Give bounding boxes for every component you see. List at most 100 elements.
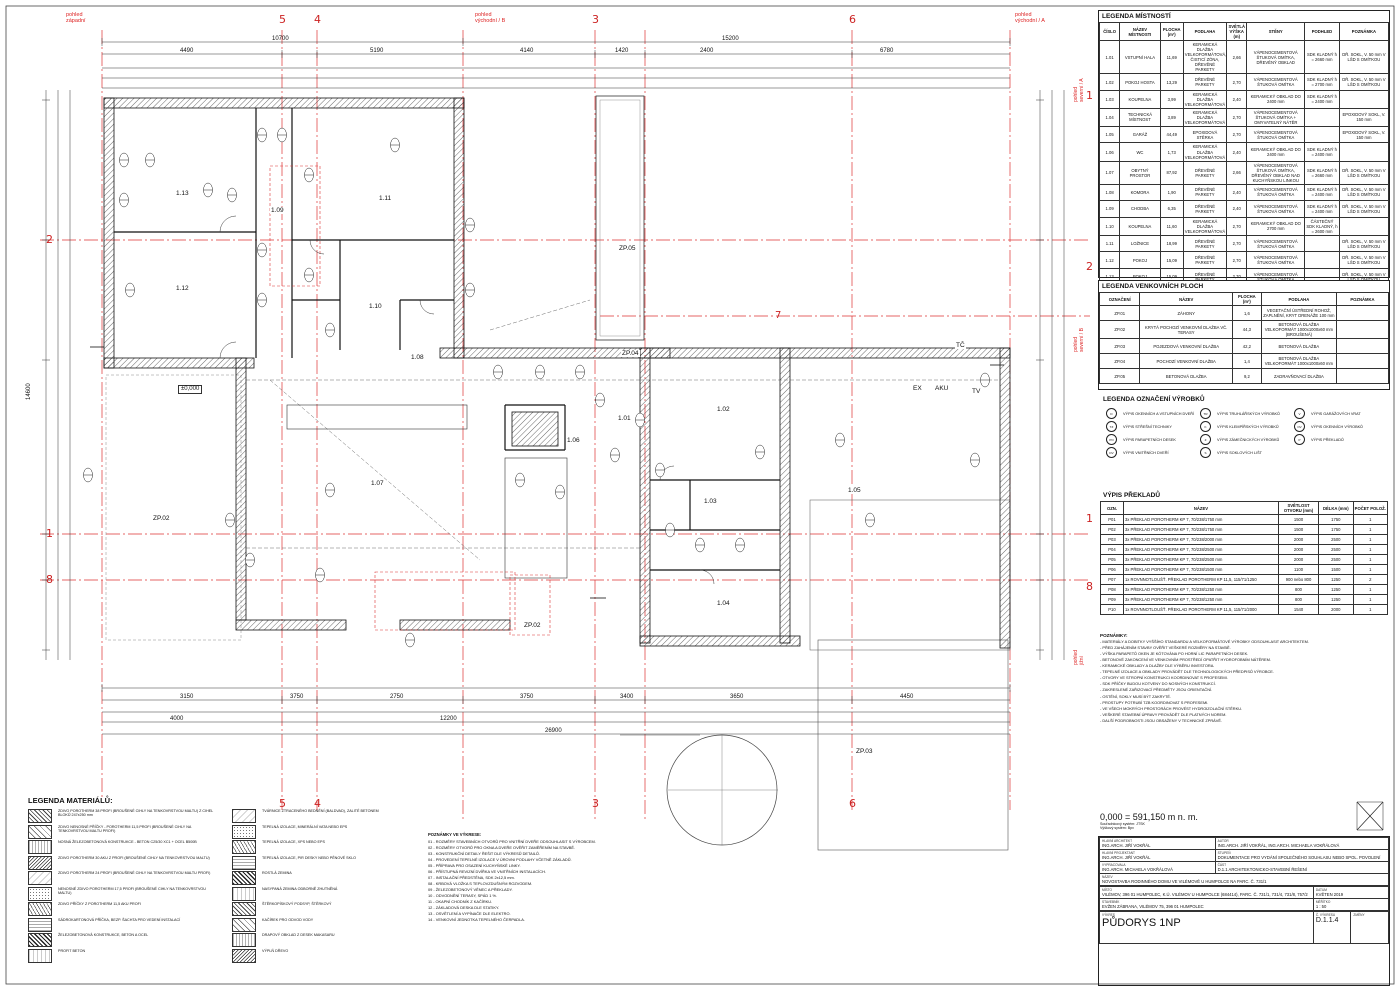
room-label: 1.09 — [270, 207, 285, 214]
material-swatch-icon — [28, 871, 52, 885]
table-cell: P05 — [1100, 554, 1124, 566]
table-cell: VÁPENOCEMENTOVÁ ŠTUKOVÁ OMÍTKA, DŘEVĚNÝ … — [1246, 40, 1306, 75]
table-cell: 6,35 — [1159, 200, 1184, 218]
table-cell: 1 — [1352, 594, 1389, 606]
material-label: SÁDROKARTONOVÁ PŘÍČKA, BEZP. ŠACHTA PRO … — [58, 917, 181, 922]
room-label: 1.06 — [566, 437, 581, 444]
material-legend-item: TEPELNÁ IZOLACE, XPS NEBO EPS — [232, 840, 422, 856]
room-label: ZP.02 — [152, 515, 171, 522]
axis-top-6: 6 — [849, 13, 856, 26]
table-cell: 3x PŘEKLAD POROTHERM KP 7, 70/238/1750 m… — [1122, 514, 1279, 526]
table-cell: VÁPENOCEMENTOVÁ ŠTUKOVÁ OMÍTKA — [1246, 125, 1306, 144]
product-tag-icon — [865, 512, 875, 528]
dim-top-3: 4140 — [520, 48, 534, 54]
material-label: NASYPANÁ ZEMINA ODBORNĚ ZHUTNĚNÁ — [262, 886, 338, 891]
table-cell: DŘEVĚNÉ PARKETY — [1182, 251, 1228, 269]
material-swatch-icon — [232, 948, 256, 963]
products-legend-title: LEGENDA OZNAČENÍ VÝROBKŮ — [1103, 396, 1205, 403]
dim-top-overall: 10700 — [272, 36, 289, 42]
product-tag-icon: OV — [1294, 421, 1305, 432]
room-label: ZP.05 — [618, 245, 637, 252]
room-label: 1.08 — [410, 354, 425, 361]
product-legend-label: VÝPIS SOKLOVÝCH LIŠT — [1217, 450, 1262, 455]
dim-bottom-overall: 26900 — [545, 728, 562, 734]
product-legend-label: VÝPIS GARÁŽOVÝCH VRAT — [1311, 411, 1361, 416]
table-cell: SDK KLADNÝ h = 2400 mm — [1304, 200, 1340, 218]
table-header: OZN. — [1100, 500, 1124, 516]
table-header: PODHLED — [1304, 21, 1340, 42]
table-cell — [1338, 142, 1390, 162]
dim-bottom-1: 3150 — [180, 694, 194, 700]
room-label: 1.07 — [370, 480, 385, 487]
table-cell: 2,66 — [1226, 160, 1248, 185]
table-cell: 1,4 — [1231, 353, 1262, 370]
room-label: TV — [971, 388, 982, 395]
table-cell: 1 — [1352, 554, 1389, 566]
room-label: ZP.03 — [855, 748, 874, 755]
material-label: NENOSNÉ ZDIVO POROTHERM 17,5 PROFI (BROU… — [58, 886, 206, 895]
table-cell: P10 — [1100, 604, 1124, 616]
product-tag-icon — [465, 282, 475, 298]
table-cell: 44,3 — [1231, 320, 1262, 340]
product-tag-icon — [655, 462, 665, 478]
table-cell: 2,40 — [1226, 183, 1248, 202]
table-cell: KERAMICKÝ OBKLAD DO 2400 mm — [1246, 142, 1306, 162]
remark-line: - PROSTUPY POTRUBÍ TZB KOORDINOVAT S PRO… — [1100, 699, 1209, 705]
material-swatch-icon — [28, 855, 52, 870]
material-swatch-icon — [28, 933, 52, 947]
note-line: 14 - VENKOVNÍ JEDNOTKA TEPELNÉHO ČERPADL… — [428, 917, 525, 923]
table-cell: 2000 — [1277, 544, 1320, 556]
table-header: NÁZEV — [1122, 500, 1279, 516]
material-legend-item: NASYPANÁ ZEMINA ODBORNĚ ZHUTNĚNÁ — [232, 886, 422, 903]
product-legend-label: VÝPIS STŘEŠNÍ TECHNIKY — [1123, 424, 1172, 429]
table-cell: 1.08 — [1098, 183, 1121, 202]
product-tag-icon — [257, 127, 267, 143]
product-legend-label: VÝPIS PŘEKLADŮ — [1311, 437, 1344, 442]
table-cell: 1.04 — [1098, 107, 1121, 127]
lintel-list-title: VÝPIS PŘEKLADŮ — [1103, 492, 1161, 499]
table-cell: KOMORA — [1119, 183, 1161, 202]
table-cell: 1 — [1352, 564, 1389, 576]
table-cell: ZADRAVŇOVACÍ DLAŽBA — [1260, 368, 1337, 385]
axis-right-8: 8 — [1086, 580, 1093, 593]
remark-line: - BETONOVÉ ZAKONCENÍ VE VENKOVNÍM PROSTŘ… — [1100, 657, 1271, 663]
table-cell: 3x PŘEKLAD POROTHERM KP 7, 70/238/2500 m… — [1122, 544, 1279, 556]
product-tag-icon — [325, 322, 335, 338]
table-cell: 1250 — [1318, 574, 1354, 586]
product-tag-icon — [225, 512, 235, 528]
product-tag-icon — [257, 242, 267, 258]
table-cell: TECHNICKÁ MÍSTNOST — [1119, 107, 1161, 127]
table-cell: 3x PŘEKLAD POROTHERM KP 7, 70/238/1500 m… — [1122, 564, 1279, 576]
table-cell: P06 — [1100, 564, 1124, 576]
room-label: 1.05 — [847, 487, 862, 494]
material-legend-item: NENOSNÉ ZDIVO POROTHERM 17,5 PROFI (BROU… — [28, 886, 218, 903]
view-east-b-label: pohled východní / B — [475, 12, 506, 25]
table-cell: 42,2 — [1231, 338, 1262, 355]
material-label: ŠTĚRKOPÍSKOVÝ PODSYP, ŠTĚRKOVÝ — [262, 902, 332, 906]
product-legend-label: VÝPIS ZÁMEČNICKÝCH VÝROBKŮ — [1217, 437, 1280, 442]
material-label: ROSTLÁ ZEMINA — [262, 871, 292, 875]
table-cell: 2,70 — [1226, 107, 1248, 127]
table-cell: VÁPENOCEMENTOVÁ ŠTUKOVÁ OMÍTKA, DŘEVĚNÝ … — [1246, 160, 1306, 185]
room-label: TČ — [955, 342, 966, 349]
table-cell: 11,69 — [1159, 40, 1184, 75]
note-line: 02 - ROZMĚRY OTVORŮ PRO OKNA A DVEŘE OVĚ… — [428, 844, 576, 850]
axis-left-1: 1 — [46, 527, 53, 540]
dim-bottom-b: 12200 — [440, 716, 457, 722]
table-cell: EPOXIDOVÝ SOKL, V. 150 mm — [1338, 125, 1390, 144]
table-cell: DŘ. SOKL, V. 50 mm V LŠD S OMÍTKOU — [1338, 183, 1390, 202]
